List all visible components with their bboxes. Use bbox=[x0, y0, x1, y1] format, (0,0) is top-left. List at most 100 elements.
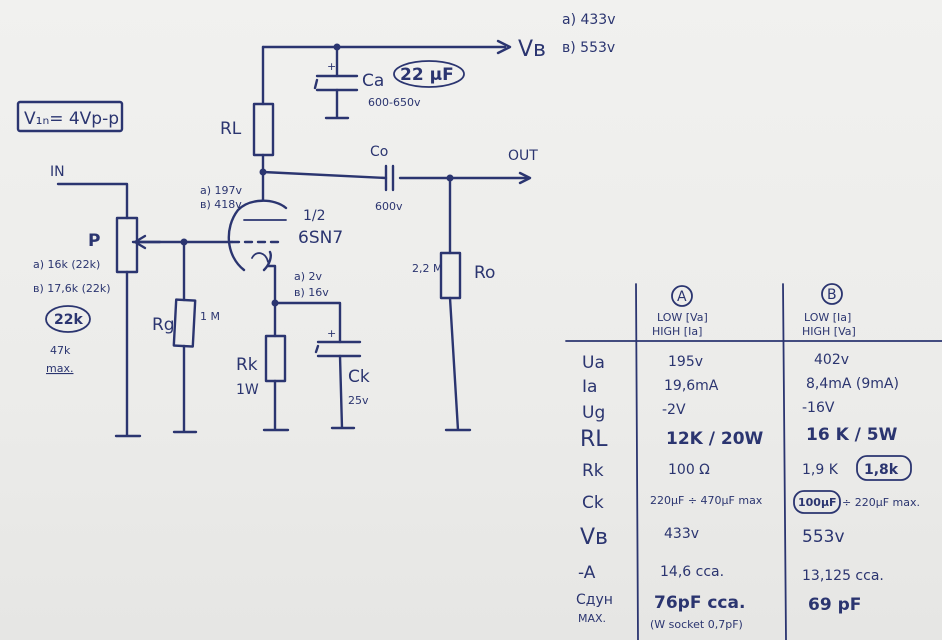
row-value-a: 100 Ω bbox=[668, 462, 710, 478]
row-label: Ug bbox=[582, 403, 605, 423]
co-label: Co bbox=[370, 144, 388, 160]
cathode-junction bbox=[271, 299, 279, 307]
input-label: IN bbox=[50, 164, 65, 180]
row-value-a-note: (W socket 0,7pF) bbox=[650, 618, 743, 631]
row-label: Vв bbox=[580, 525, 608, 550]
ro-value: 2,2 M bbox=[412, 262, 442, 275]
row-value-a: 433v bbox=[664, 526, 699, 542]
ca-plus-sign: + bbox=[327, 60, 336, 73]
row-value-a: -2V bbox=[662, 402, 686, 418]
anode-voltage-b: в) 418v bbox=[200, 198, 242, 211]
table-col-line-2 bbox=[782, 283, 787, 640]
ck-plus-sign: + bbox=[327, 327, 336, 340]
row-value-b-circled: 100μF bbox=[798, 496, 837, 509]
tube-cathode bbox=[251, 252, 269, 263]
row-value-b: 553v bbox=[802, 527, 845, 547]
col-b-line2: HIGH [Va] bbox=[802, 325, 856, 338]
row-label: Rk bbox=[582, 461, 604, 481]
col-a-line1: LOW [Va] bbox=[657, 311, 708, 324]
rk-power: 1W bbox=[236, 382, 259, 398]
ca-capacitor bbox=[313, 74, 359, 92]
ca-value-circle bbox=[393, 60, 465, 88]
ca-voltage: 600-650v bbox=[368, 96, 421, 109]
output-label: OUT bbox=[508, 148, 538, 164]
pot-max-note: max. bbox=[46, 362, 73, 375]
rg-label: Rg bbox=[152, 315, 175, 335]
components: + + bbox=[115, 60, 462, 383]
cathode-voltage-a: a) 2v bbox=[294, 270, 323, 283]
pot-resistor bbox=[115, 216, 139, 274]
ck-b-circle bbox=[793, 490, 841, 514]
ca-ground bbox=[324, 88, 350, 120]
pot-label: P bbox=[88, 231, 100, 251]
table-col-line-1 bbox=[635, 283, 639, 640]
pot-value-a: a) 16k (22k) bbox=[33, 258, 100, 271]
row-label: Ia bbox=[582, 377, 597, 397]
cathode-wire bbox=[262, 264, 290, 432]
row-label-sub: MAX. bbox=[578, 612, 606, 625]
row-value-a: 195v bbox=[668, 354, 703, 370]
row-value-b: -16V bbox=[802, 400, 835, 416]
row-value-a: 12K / 20W bbox=[666, 429, 764, 449]
values-table: A LOW [Va] HIGH [Ia] B LOW [Ia] HIGH [Va… bbox=[565, 283, 942, 640]
rg-value: 1 M bbox=[200, 310, 220, 323]
col-b-badge: B bbox=[827, 287, 837, 303]
row-label: -A bbox=[578, 563, 596, 583]
ro-label: Ro bbox=[474, 263, 495, 283]
col-a-badge-circle bbox=[671, 285, 693, 307]
rg-wire bbox=[172, 240, 198, 434]
row-value-b: ÷ 220μF max. bbox=[842, 496, 920, 509]
pot-max: 47k bbox=[50, 344, 71, 357]
col-a-badge: A bbox=[677, 289, 687, 305]
pot-wiper bbox=[133, 234, 162, 250]
vin-box bbox=[16, 100, 124, 133]
ro-wire bbox=[444, 176, 472, 432]
row-label: RL bbox=[580, 427, 608, 452]
tube-half: 1/2 bbox=[303, 208, 326, 224]
supply-label: Vв bbox=[518, 37, 546, 62]
supply-b: в) 553v bbox=[562, 40, 615, 56]
rl-resistor bbox=[252, 102, 275, 157]
pot-value-circle bbox=[45, 305, 91, 333]
row-value-a: 220μF ÷ 470μF max bbox=[650, 494, 763, 507]
row-value-b: 402v bbox=[814, 352, 849, 368]
ck-capacitor bbox=[314, 340, 362, 358]
row-value-b-circled: 1,8k bbox=[864, 462, 899, 478]
output-arrow bbox=[518, 171, 532, 185]
row-value-b: 16 K / 5W bbox=[806, 425, 898, 445]
tube-envelope bbox=[227, 199, 288, 272]
row-value-a: 76pF cca. bbox=[654, 593, 745, 613]
ck-label: Ck bbox=[348, 367, 370, 387]
circuit-labels: V₁ₙ= 4Vp-p IN OUT Vв a) 433v в) 553v Ca … bbox=[16, 12, 616, 407]
row-value-b: 8,4mA (9mA) bbox=[806, 376, 899, 392]
row-value-b: 13,125 cca. bbox=[802, 568, 884, 584]
rl-label: RL bbox=[220, 119, 242, 139]
rg-resistor bbox=[172, 298, 197, 348]
row-label: Ua bbox=[582, 353, 605, 373]
pot-wire bbox=[56, 182, 142, 438]
tube-envelope-right bbox=[262, 250, 272, 272]
row-label: Ck bbox=[582, 493, 604, 513]
row-value-b: 1,9 K bbox=[802, 462, 839, 478]
row-value-b: 69 pF bbox=[808, 595, 861, 615]
co-voltage: 600v bbox=[375, 200, 403, 213]
ro-resistor bbox=[439, 251, 462, 300]
ck-voltage: 25v bbox=[348, 394, 369, 407]
ca-label: Ca bbox=[362, 71, 384, 91]
supply-arrow bbox=[496, 39, 512, 55]
vin-label: V₁ₙ= 4Vp-p bbox=[24, 109, 119, 129]
supply-a: a) 433v bbox=[562, 12, 616, 28]
ck-wire bbox=[273, 301, 356, 430]
pot-value-b: в) 17,6k (22k) bbox=[33, 282, 111, 295]
col-b-badge-circle bbox=[821, 283, 843, 305]
pot-value: 22k bbox=[54, 312, 83, 328]
wire-network bbox=[56, 39, 532, 438]
anode-voltage-a: a) 197v bbox=[200, 184, 243, 197]
output-wire bbox=[261, 170, 530, 180]
ca-value: 22 μF bbox=[400, 65, 454, 85]
col-b-line1: LOW [Ia] bbox=[804, 311, 851, 324]
row-value-a: 14,6 cca. bbox=[660, 564, 724, 580]
rk-resistor bbox=[264, 334, 287, 383]
